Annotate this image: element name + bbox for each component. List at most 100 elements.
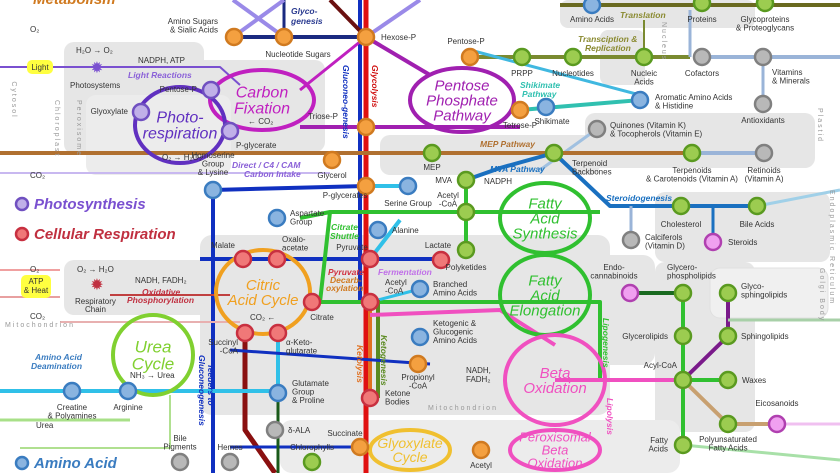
nucleotide-sugars-node[interactable] [274, 27, 294, 47]
branched-node[interactable] [410, 279, 430, 299]
glycerolipids-node[interactable] [673, 326, 693, 346]
antioxidants-node[interactable] [753, 94, 773, 114]
mva-node[interactable] [456, 170, 476, 190]
aspartate-node[interactable] [267, 208, 287, 228]
steroids-node[interactable] [703, 232, 723, 252]
calciferols-label: (Vitamin D) [645, 242, 685, 251]
tetrose-p-node[interactable] [510, 100, 530, 120]
fatty-acids-node[interactable] [673, 435, 693, 455]
glutamate-node[interactable] [268, 383, 288, 403]
serine-node[interactable] [398, 176, 418, 196]
glycosphingolipids-node[interactable] [718, 283, 738, 303]
acyl-coa-node[interactable] [673, 370, 693, 390]
prpp-label: PRPP [511, 69, 533, 78]
transcription-0-text: Transciption & [578, 34, 637, 44]
succinyl-coa-node[interactable] [235, 323, 255, 343]
terpenoids-node[interactable] [682, 143, 702, 163]
eicosanoids-label: Eicosanoids [755, 399, 798, 408]
tetrose-p-label: Tetrose-P [503, 121, 537, 130]
malate-node[interactable] [233, 249, 253, 269]
creatine-label: Creatine [57, 403, 88, 412]
terpenoid-backbones-node[interactable] [544, 143, 564, 163]
p-glycerates-node[interactable] [356, 176, 376, 196]
mep-node[interactable] [422, 143, 442, 163]
waxes-label: Waxes [742, 376, 766, 385]
ketone-bodies-label: Bodies [385, 398, 409, 407]
oxidative-phos-0-text: Oxidative [142, 287, 181, 297]
ketogenic-node[interactable] [410, 327, 430, 347]
sphingolipids-node[interactable] [718, 326, 738, 346]
acetyl-coa-node[interactable] [360, 292, 380, 312]
glycerol-node[interactable] [322, 150, 342, 170]
bile-acids-node[interactable] [747, 196, 767, 216]
glutamate-label: Glutamate [292, 379, 329, 388]
pentose-p-node[interactable] [460, 47, 480, 67]
cholesterol-label: Cholesterol [661, 220, 702, 229]
proteins-node[interactable] [692, 0, 712, 13]
nucleic-acids-node[interactable] [634, 47, 654, 67]
pentose-p-ps-node[interactable] [201, 80, 221, 100]
retinoids-node[interactable] [754, 143, 774, 163]
glycerophospholipids-node[interactable] [673, 283, 693, 303]
misc-o2-top-text: O₂ [30, 25, 39, 34]
terpenoids-label: Terpenoids [672, 166, 711, 175]
amino-acids-node[interactable] [582, 0, 602, 15]
p-glycerate-node[interactable] [220, 121, 240, 141]
shikimate-1-text: Pathway [522, 89, 558, 99]
misc-nadh-fadh2-text: NADH, FADH₂ [135, 276, 187, 285]
arginine-node[interactable] [118, 381, 138, 401]
creatine-node[interactable] [62, 381, 82, 401]
acetyl-coa-lipid-node[interactable] [456, 202, 476, 222]
oxaloacetate-node[interactable] [267, 249, 287, 269]
amino-sugars-node[interactable] [224, 27, 244, 47]
vitamins-node[interactable] [753, 47, 773, 67]
ketone-bodies-node[interactable] [360, 388, 380, 408]
aromatic-node[interactable] [630, 90, 650, 110]
citrate-node[interactable] [302, 292, 322, 312]
acetyl-bottom-node[interactable] [471, 440, 491, 460]
pufa-node[interactable] [718, 414, 738, 434]
pentose-phosphate-cycle-ring [408, 66, 516, 134]
alanine-label: Alanine [392, 226, 419, 235]
citric-acid-cycle-label: Citric [246, 277, 281, 294]
polyketides-node[interactable] [456, 240, 476, 260]
eicosanoids-node[interactable] [767, 414, 787, 434]
cofactors-node[interactable] [692, 47, 712, 67]
nadh-fadh2-beta-0-text: NADH, [466, 366, 491, 375]
glycoproteins-node[interactable] [755, 0, 775, 13]
bile-pigments-node[interactable] [170, 452, 190, 472]
dala-node[interactable] [265, 420, 285, 440]
pathways-lipogenesis-text: Lipogenesis [601, 318, 611, 368]
prpp-node[interactable] [512, 47, 532, 67]
lactate-node[interactable] [431, 250, 451, 270]
citric-acid-cycle-ring [214, 248, 312, 336]
chlorophylls-node[interactable] [302, 452, 322, 472]
quinones-label: Quinones (Vitamin K) [610, 121, 686, 130]
succinate-node[interactable] [350, 437, 370, 457]
cholesterol-node[interactable] [671, 196, 691, 216]
alanine-node[interactable] [368, 220, 388, 240]
homoserine-node[interactable] [203, 180, 223, 200]
pathways-mep-text: MEP Pathway [480, 139, 536, 149]
citrate-label: Citrate [310, 313, 334, 322]
triose-p-node[interactable] [356, 117, 376, 137]
akg-node[interactable] [268, 323, 288, 343]
hexose-p-node[interactable] [356, 27, 376, 47]
quinones-node[interactable] [587, 119, 607, 139]
hemes-node[interactable] [220, 452, 240, 472]
shikimate-node[interactable] [536, 97, 556, 117]
photosystems-gear-icon: ✹ [90, 60, 103, 77]
endocannabinoids-node[interactable] [620, 283, 640, 303]
badge-label: Light [31, 63, 49, 72]
nucleotides-node[interactable] [563, 47, 583, 67]
pathway-line [756, 188, 840, 208]
pathway-line [682, 443, 840, 462]
propionyl-node[interactable] [408, 354, 428, 374]
calciferols-node[interactable] [621, 230, 641, 250]
waxes-node[interactable] [718, 370, 738, 390]
pyruvate-node[interactable] [360, 249, 380, 269]
glyoxylate-node[interactable] [131, 102, 151, 122]
pathways-steroidogenesis-text: Steroidogenesis [606, 193, 672, 203]
acetyl-coa-label: Acetyl [385, 278, 407, 287]
pentose-p-label: Pentose-P [447, 37, 484, 46]
